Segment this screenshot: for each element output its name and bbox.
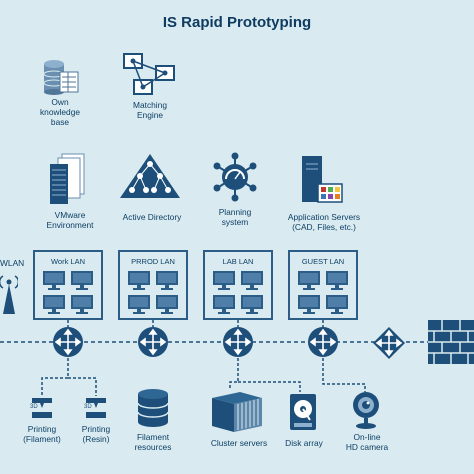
monitor-icon	[241, 295, 263, 314]
switch-icon	[53, 327, 83, 357]
camera-link	[322, 358, 366, 392]
monitor-icon	[128, 271, 150, 290]
monitor-icon	[43, 295, 65, 314]
monitor-icon	[128, 295, 150, 314]
printer-link-2	[68, 377, 97, 396]
wlan-label: WLAN	[0, 258, 25, 268]
monitor-icon	[213, 295, 235, 314]
monitor-grid	[213, 271, 263, 314]
monitor-icon	[156, 295, 178, 314]
planning-system-label: Planning system	[218, 207, 252, 227]
3d-printer-icon: 3D	[30, 398, 52, 418]
monitor-icon	[326, 271, 348, 290]
monitor-icon	[43, 271, 65, 290]
firewall-icon	[428, 320, 474, 364]
vmware-label: VMware Environment	[46, 210, 94, 230]
monitor-icon	[71, 271, 93, 290]
application-servers-label: Application Servers (CAD, Files, etc.)	[287, 212, 361, 232]
database-cylinder-icon	[137, 389, 169, 427]
switch-icon	[308, 327, 338, 357]
database-icon	[43, 60, 79, 95]
matching-engine-label: Matching Engine	[133, 100, 167, 120]
switch-icon	[223, 327, 253, 357]
lan-box-lab-lan: LAB LAN	[203, 250, 273, 320]
filament-resources-label: Filament resources	[134, 432, 172, 452]
monitor-icon	[298, 271, 320, 290]
monitor-icon	[298, 295, 320, 314]
printer-link-1	[41, 358, 69, 396]
monitor-icon	[71, 295, 93, 314]
svg-text:3D: 3D	[30, 404, 38, 410]
monitor-grid	[298, 271, 348, 314]
3d-printer-icon: 3D	[84, 398, 106, 418]
lan-title: LAB LAN	[222, 257, 254, 266]
disk-link	[238, 381, 301, 392]
lan-box-guest-lan: GUEST LAN	[288, 250, 358, 320]
switch-icon	[138, 327, 168, 357]
planning-gauge-icon	[213, 152, 257, 202]
monitor-grid	[43, 271, 93, 314]
webcam-icon	[353, 392, 379, 429]
disk-array-icon	[290, 394, 316, 430]
lan-title: Work LAN	[50, 257, 86, 266]
monitor-icon	[241, 271, 263, 290]
lan-box-prrod-lan: PRROD LAN	[118, 250, 188, 320]
monitor-grid	[128, 271, 178, 314]
printing-filament-label: Printing (Filament)	[23, 424, 61, 444]
printing-resin-label: Printing (Resin)	[81, 424, 111, 444]
monitor-icon	[326, 295, 348, 314]
cluster-servers-label: Cluster servers	[210, 438, 268, 448]
cluster-server-icon	[212, 392, 262, 432]
server-stack-icon	[50, 153, 85, 204]
cluster-link	[229, 358, 239, 390]
disk-array-label: Disk array	[285, 438, 323, 448]
lan-title: PRROD LAN	[131, 257, 175, 266]
wifi-antenna-icon	[0, 275, 18, 314]
hierarchy-triangle-icon	[120, 154, 180, 198]
matching-engine-icon	[123, 53, 175, 95]
active-directory-label: Active Directory	[122, 212, 182, 222]
knowledge-base-label: Own knowledge base	[39, 97, 81, 127]
lan-box-work-lan: Work LAN	[33, 250, 103, 320]
router-icon	[373, 327, 405, 359]
svg-text:3D: 3D	[84, 404, 92, 410]
monitor-icon	[156, 271, 178, 290]
hd-camera-label: On-line HD camera	[345, 432, 389, 452]
monitor-icon	[213, 271, 235, 290]
lan-title: GUEST LAN	[301, 257, 345, 266]
diagram-title: IS Rapid Prototyping	[162, 14, 312, 31]
application-server-icon	[302, 156, 343, 203]
